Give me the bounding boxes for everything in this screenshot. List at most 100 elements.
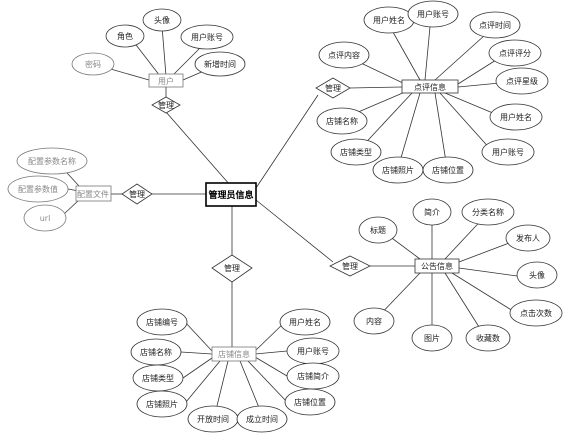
svg-text:点击次数: 点击次数 (520, 308, 552, 318)
svg-text:配置参数名称: 配置参数名称 (28, 156, 76, 166)
svg-text:点评时间: 点评时间 (479, 20, 511, 30)
svg-text:点评内容: 点评内容 (328, 50, 360, 60)
svg-text:头像: 头像 (154, 15, 170, 25)
svg-text:店铺名称: 店铺名称 (140, 347, 172, 357)
notice-attribute: 收藏数 (465, 324, 511, 352)
shop-attribute: 成立时间 (236, 405, 288, 433)
user-attribute: 头像 (142, 8, 182, 32)
relation-comment-label: 管理 (325, 83, 341, 93)
entity-config-box (75, 185, 112, 202)
svg-text:店铺位置: 店铺位置 (294, 397, 326, 407)
svg-text:成立时间: 成立时间 (246, 414, 278, 424)
svg-text:图片: 图片 (424, 333, 440, 343)
entity-user: 用户 (148, 73, 184, 88)
svg-text:开放时间: 开放时间 (197, 414, 229, 424)
svg-text:url: url (40, 214, 51, 223)
shop-attribute: 店铺名称 (130, 338, 182, 366)
comment-attribute: 店铺照片 (372, 156, 424, 184)
svg-text:简介: 简介 (424, 207, 440, 217)
user-attribute: 用户账号 (180, 24, 234, 50)
svg-text:用户账号: 用户账号 (492, 147, 524, 157)
notice-attribute: 内容 (353, 307, 395, 335)
svg-text:用户姓名: 用户姓名 (500, 112, 532, 122)
comment-attribute: 点评星级 (495, 67, 549, 95)
svg-text:头像: 头像 (529, 270, 545, 280)
svg-text:店铺照片: 店铺照片 (146, 399, 178, 409)
svg-text:分类名称: 分类名称 (472, 207, 504, 217)
comment-attribute: 店铺类型 (330, 138, 382, 166)
center-entity-box (205, 182, 257, 207)
comment-attribute: 店铺名称 (316, 107, 368, 135)
user-attribute: 新增时间 (194, 51, 246, 77)
shop-attribute: 店铺类型 (132, 364, 184, 392)
relation-comment-diamond (315, 77, 351, 99)
relation-notice-diamond (329, 255, 371, 277)
entity-user-label: 用户 (158, 76, 174, 86)
notice-attribute: 简介 (412, 198, 452, 226)
entity-comment-label: 点评信息 (414, 82, 446, 92)
relation-notice-label: 管理 (342, 261, 358, 271)
svg-text:店铺简介: 店铺简介 (297, 371, 329, 381)
entity-config: 配置文件 (75, 185, 112, 202)
comment-attribute: 点评评分 (488, 39, 542, 67)
comment-attribute: 店铺位置 (422, 156, 474, 184)
svg-text:收藏数: 收藏数 (476, 333, 500, 343)
shop-attribute: 店铺位置 (284, 388, 336, 416)
relation-config: 管理 (121, 183, 153, 205)
user-attribute: 角色 (105, 24, 145, 48)
relation-config-diamond (121, 183, 153, 205)
entity-notice-box (414, 258, 460, 274)
relation-shop-label: 管理 (224, 263, 240, 273)
entity-comment: 点评信息 (401, 79, 459, 94)
comment-attribute: 点评内容 (318, 41, 370, 69)
comment-attribute: 点评时间 (469, 11, 521, 39)
shop-attribute: 店铺简介 (286, 362, 340, 390)
notice-attribute: 图片 (411, 324, 453, 352)
relation-user: 管理 (151, 96, 181, 114)
svg-text:发布人: 发布人 (516, 233, 540, 243)
center-entity-label: 管理员信息 (208, 189, 253, 201)
shop-attribute: 店铺编号 (136, 308, 188, 336)
svg-text:角色: 角色 (117, 31, 133, 41)
notice-attribute: 点击次数 (509, 299, 563, 327)
center-entity: 管理员信息 (205, 182, 257, 207)
notice-attribute: 标题 (358, 216, 398, 244)
comment-attribute: 用户姓名 (489, 103, 543, 131)
svg-text:用户姓名: 用户姓名 (373, 15, 405, 25)
config-attribute: 配置参数值 (7, 175, 69, 203)
svg-text:店铺类型: 店铺类型 (142, 373, 174, 383)
entity-config-label: 配置文件 (77, 189, 109, 199)
relation-user-diamond (151, 96, 181, 114)
svg-text:内容: 内容 (366, 316, 382, 326)
relation-shop-diamond (211, 254, 253, 283)
config-attribute: url (23, 204, 67, 232)
svg-text:新增时间: 新增时间 (204, 59, 236, 69)
shop-attribute: 开放时间 (187, 405, 239, 433)
notice-attribute: 分类名称 (461, 198, 515, 226)
notice-attribute: 发布人 (505, 224, 551, 252)
entity-user-box (148, 73, 184, 88)
user-attribute: 密码 (71, 52, 115, 76)
svg-text:店铺位置: 店铺位置 (432, 165, 464, 175)
svg-text:标题: 标题 (370, 225, 386, 235)
comment-attribute: 用户账号 (481, 138, 535, 166)
svg-text:店铺类型: 店铺类型 (340, 147, 372, 157)
svg-text:用户账号: 用户账号 (417, 9, 449, 19)
shop-attribute: 用户姓名 (279, 308, 331, 336)
entity-shop-box (211, 346, 257, 362)
relation-user-label: 管理 (158, 100, 174, 110)
svg-text:密码: 密码 (85, 59, 101, 69)
svg-text:店铺名称: 店铺名称 (326, 116, 358, 126)
svg-text:点评星级: 点评星级 (506, 76, 538, 86)
relation-notice: 管理 (329, 255, 371, 277)
entity-shop-label: 店铺信息 (218, 349, 250, 359)
entity-notice-label: 公告信息 (421, 261, 453, 271)
relation-config-label: 管理 (129, 189, 145, 199)
relation-comment: 管理 (315, 77, 351, 99)
entity-comment-box (401, 79, 459, 94)
svg-text:配置参数值: 配置参数值 (18, 184, 58, 194)
shop-attribute: 用户账号 (286, 337, 340, 365)
svg-text:店铺照片: 店铺照片 (382, 165, 414, 175)
